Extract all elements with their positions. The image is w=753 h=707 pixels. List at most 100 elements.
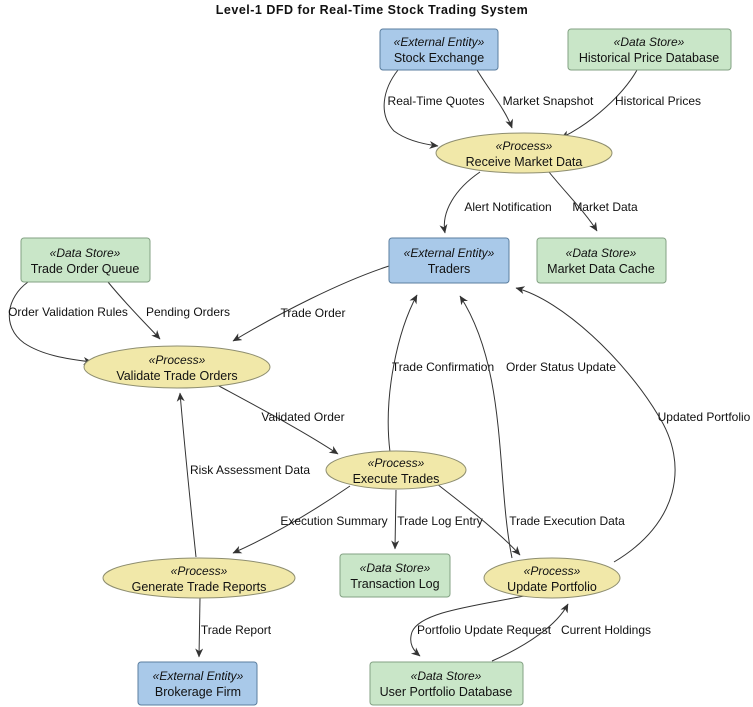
node-traders: «External Entity» Traders <box>388 237 510 284</box>
flow-portfolio-update-request: Portfolio Update Request <box>410 595 552 657</box>
flow-label: Order Status Update <box>506 360 616 374</box>
flow-label: Risk Assessment Data <box>190 463 310 477</box>
node-stereotype: «External Entity» <box>404 246 495 260</box>
flow-arrow <box>491 603 569 662</box>
flow-arrow <box>176 392 197 558</box>
flow-validated-order: Validated Order <box>218 385 345 455</box>
node-label: Validate Trade Orders <box>116 369 237 383</box>
flow-arrow <box>107 281 161 340</box>
node-label: Brokerage Firm <box>155 685 241 699</box>
node-shape <box>339 553 451 598</box>
node-label: Execute Trades <box>353 472 440 486</box>
node-shape <box>325 450 467 490</box>
flow-label: Market Snapshot <box>503 94 594 108</box>
node-user-portfolio-database: «Data Store» User Portfolio Database <box>369 661 524 706</box>
node-market-data-cache: «Data Store» Market Data Cache <box>536 237 667 284</box>
node-historical-price-database: «Data Store» Historical Price Database <box>567 28 732 71</box>
node-stereotype: «Process» <box>149 353 206 367</box>
flow-arrow <box>232 485 351 554</box>
node-brokerage-firm: «External Entity» Brokerage Firm <box>137 661 258 706</box>
flow-label: Market Data <box>572 200 638 214</box>
flow-arrow <box>476 69 513 129</box>
flow-arrow <box>383 69 439 149</box>
flow-market-data: Market Data <box>548 171 638 232</box>
flow-label: Pending Orders <box>146 305 230 319</box>
node-receive-market-data: «Process» Receive Market Data <box>435 132 613 174</box>
node-stereotype: «Data Store» <box>50 246 121 260</box>
node-stereotype: «Process» <box>171 564 228 578</box>
node-shape <box>536 237 667 284</box>
flow-arrow <box>218 385 339 455</box>
flow-updated-portfolio: Updated Portfolio <box>515 286 751 563</box>
node-shape <box>435 132 613 174</box>
flow-label: Real-Time Quotes <box>388 94 485 108</box>
node-shape <box>483 557 621 599</box>
node-label: Market Data Cache <box>547 262 655 276</box>
node-stereotype: «Data Store» <box>411 669 482 683</box>
flow-label: Alert Notification <box>464 200 551 214</box>
node-stereotype: «Data Store» <box>566 246 637 260</box>
node-shape <box>379 28 499 71</box>
flow-arrow <box>8 281 93 365</box>
node-shape <box>83 345 271 389</box>
flow-pending-orders: Pending Orders <box>107 281 230 340</box>
flow-trade-confirmation: Trade Confirmation <box>387 294 494 453</box>
flow-label: Validated Order <box>261 410 344 424</box>
node-label: Transaction Log <box>350 577 439 591</box>
flow-market-snapshot: Market Snapshot <box>476 69 594 129</box>
flow-label: Order Validation Rules <box>8 305 128 319</box>
flow-label: Execution Summary <box>280 514 387 528</box>
node-stereotype: «Process» <box>368 456 425 470</box>
flow-label: Trade Order <box>281 306 346 320</box>
node-label: User Portfolio Database <box>380 685 513 699</box>
flow-arrow <box>410 595 525 657</box>
flow-trade-order: Trade Order <box>232 265 390 342</box>
node-shape <box>388 237 510 284</box>
flow-risk-assessment-data: Risk Assessment Data <box>176 392 310 558</box>
node-stereotype: «Process» <box>496 139 553 153</box>
flow-arrow <box>560 69 638 139</box>
flow-label: Updated Portfolio <box>658 410 751 424</box>
flow-label: Portfolio Update Request <box>417 623 552 637</box>
flow-arrow <box>515 286 676 563</box>
flow-trade-execution-data: Trade Execution Data <box>436 483 625 556</box>
flow-trade-log-entry: Trade Log Entry <box>391 489 483 550</box>
flow-label: Trade Log Entry <box>397 514 483 528</box>
node-shape <box>20 237 151 283</box>
flow-label: Trade Confirmation <box>392 360 494 374</box>
node-stereotype: «Data Store» <box>614 35 685 49</box>
node-execute-trades: «Process» Execute Trades <box>325 450 467 490</box>
node-label: Receive Market Data <box>466 155 583 169</box>
node-label: Traders <box>428 262 471 276</box>
node-validate-trade-orders: «Process» Validate Trade Orders <box>83 345 271 389</box>
node-stereotype: «Data Store» <box>360 561 431 575</box>
flow-arrow <box>459 295 513 559</box>
flow-label: Trade Execution Data <box>509 514 625 528</box>
flow-real-time-quotes: Real-Time Quotes <box>383 69 485 149</box>
node-shape <box>369 661 524 706</box>
flow-historical-prices: Historical Prices <box>560 69 701 139</box>
node-update-portfolio: «Process» Update Portfolio <box>483 557 621 599</box>
node-label: Historical Price Database <box>579 51 719 65</box>
node-stock-exchange: «External Entity» Stock Exchange <box>379 28 499 71</box>
node-transaction-log: «Data Store» Transaction Log <box>339 553 451 598</box>
node-stereotype: «Process» <box>524 564 581 578</box>
flow-arrow <box>436 483 521 556</box>
flow-execution-summary: Execution Summary <box>232 485 388 554</box>
node-label: Update Portfolio <box>507 580 597 594</box>
node-stereotype: «External Entity» <box>153 669 244 683</box>
flow-arrow <box>387 294 418 453</box>
flow-arrow <box>391 489 400 550</box>
diagram-title: Level-1 DFD for Real-Time Stock Trading … <box>216 3 528 17</box>
flow-alert-notification: Alert Notification <box>439 171 552 234</box>
flow-arrow <box>548 171 598 232</box>
node-label: Generate Trade Reports <box>132 580 267 594</box>
flow-label: Historical Prices <box>615 94 701 108</box>
node-trade-order-queue: «Data Store» Trade Order Queue <box>20 237 151 283</box>
node-stereotype: «External Entity» <box>394 35 485 49</box>
node-label: Trade Order Queue <box>31 262 140 276</box>
node-generate-trade-reports: «Process» Generate Trade Reports <box>102 557 296 599</box>
node-shape <box>137 661 258 706</box>
